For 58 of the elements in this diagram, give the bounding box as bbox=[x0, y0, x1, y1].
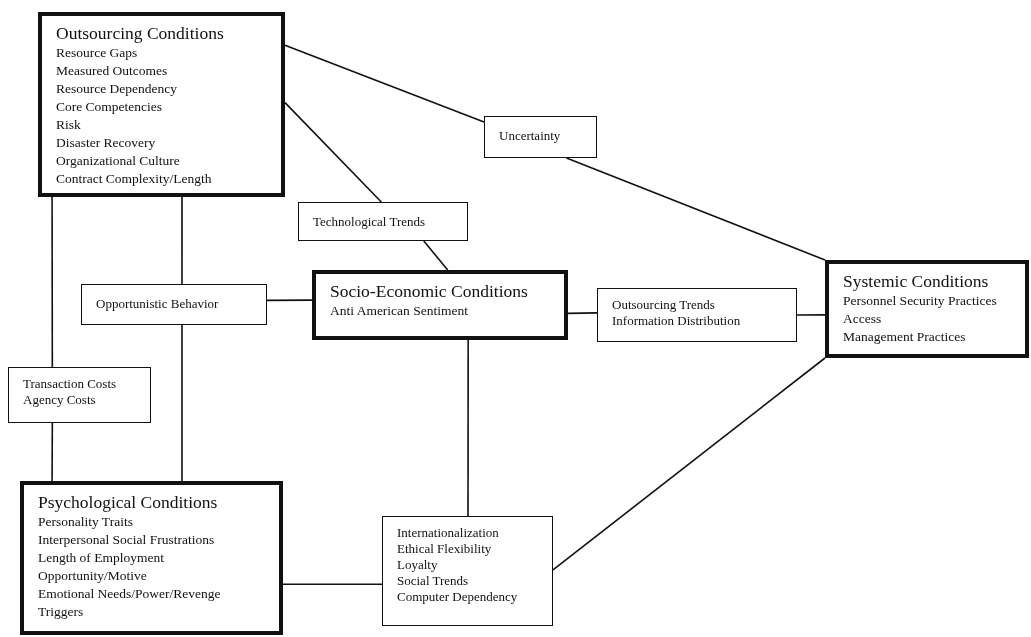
factor-text: Measured Outcomes bbox=[56, 62, 169, 80]
connector-line bbox=[423, 240, 449, 271]
factor-text: Length of Employment bbox=[38, 549, 165, 567]
connector-line bbox=[266, 299, 313, 302]
factor-text: Technological Trends bbox=[313, 214, 427, 230]
factor-text: Organizational Culture bbox=[56, 152, 181, 170]
factor-text: Agency Costs bbox=[23, 392, 97, 408]
factor-text: Management Practices bbox=[843, 328, 967, 346]
factor-text: Disaster Recovery bbox=[56, 134, 157, 152]
factor-text: Risk bbox=[56, 116, 82, 134]
connector-line bbox=[51, 422, 54, 482]
factor-text: Resource Dependency bbox=[56, 80, 179, 98]
connector-line bbox=[181, 324, 183, 482]
connector-line bbox=[51, 196, 54, 368]
factor-text: Ethical Flexibility bbox=[397, 541, 493, 557]
factor-text: Outsourcing Trends bbox=[612, 297, 716, 313]
factor-text: Interpersonal Social Frustrations bbox=[38, 531, 216, 549]
factor-text: Opportunistic Behavior bbox=[96, 296, 220, 312]
box-heading: Systemic Conditions bbox=[843, 270, 990, 292]
factor-text: Information Distribution bbox=[612, 313, 742, 329]
factor-text: Loyalty bbox=[397, 557, 439, 573]
box-heading: Socio-Economic Conditions bbox=[330, 280, 529, 302]
connector-line bbox=[796, 314, 826, 316]
factor-box bbox=[298, 202, 468, 241]
factor-box bbox=[81, 284, 267, 325]
factor-box bbox=[8, 367, 151, 423]
connector-line bbox=[282, 583, 383, 585]
factor-text: Social Trends bbox=[397, 573, 470, 589]
factor-text: Computer Dependency bbox=[397, 589, 519, 605]
factor-text: Personnel Security Practices bbox=[843, 292, 998, 310]
factor-text: Emotional Needs/Power/Revenge bbox=[38, 585, 222, 603]
condition-box bbox=[20, 481, 283, 635]
connector-line bbox=[181, 196, 183, 285]
factor-box bbox=[382, 516, 553, 626]
factor-box bbox=[484, 116, 597, 158]
connector-line bbox=[284, 44, 485, 123]
factor-text: Triggers bbox=[38, 603, 85, 621]
box-heading: Psychological Conditions bbox=[38, 491, 219, 513]
connector-line bbox=[567, 312, 598, 315]
factor-text: Internationalization bbox=[397, 525, 500, 541]
factor-text: Transaction Costs bbox=[23, 376, 118, 392]
connector-line bbox=[284, 101, 383, 203]
factor-text: Personality Traits bbox=[38, 513, 134, 531]
condition-box bbox=[38, 12, 285, 197]
factor-text: Anti American Sentiment bbox=[330, 302, 469, 320]
factor-text: Contract Complexity/Length bbox=[56, 170, 213, 188]
box-heading: Outsourcing Conditions bbox=[56, 22, 225, 44]
factor-text: Resource Gaps bbox=[56, 44, 139, 62]
factor-text: Uncertainty bbox=[499, 128, 562, 144]
factor-text: Opportunity/Motive bbox=[38, 567, 148, 585]
connector-line bbox=[552, 357, 826, 571]
condition-box bbox=[312, 270, 568, 340]
condition-box bbox=[825, 260, 1029, 358]
factor-text: Access bbox=[843, 310, 883, 328]
connector-line bbox=[565, 157, 826, 261]
factor-text: Core Competencies bbox=[56, 98, 164, 116]
connector-line bbox=[467, 339, 469, 517]
factor-box bbox=[597, 288, 797, 342]
